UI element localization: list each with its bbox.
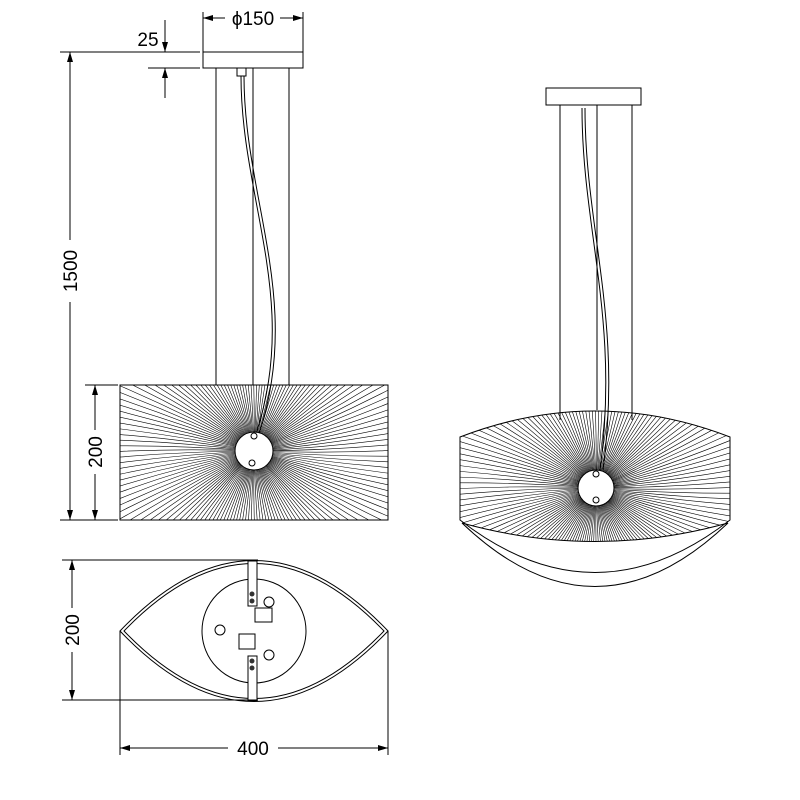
canopy [545,87,642,106]
perspective-view [459,87,731,587]
top-view [62,559,389,755]
shade-outline [119,384,389,521]
shade-interior [461,522,729,587]
front-view [119,51,389,521]
shade-width-label: 400 [237,739,269,760]
power-cable [240,75,273,435]
cable-clamp [236,67,247,77]
dimensions: ϕ150 25 1500 200 200 400 [58,9,388,760]
canopy-diameter-label: ϕ150 [232,9,274,30]
canopy [202,51,304,69]
hub [577,469,615,507]
hub [234,431,274,471]
canopy-height-label: 25 [137,30,158,51]
shade-wires [120,385,388,520]
shade-outline [459,410,731,573]
shade-wire-lines [120,385,388,520]
shade-height-label: 200 [86,436,107,468]
power-cable [243,75,276,435]
total-height-label: 1500 [61,250,82,292]
shade-depth-label: 200 [63,614,84,646]
